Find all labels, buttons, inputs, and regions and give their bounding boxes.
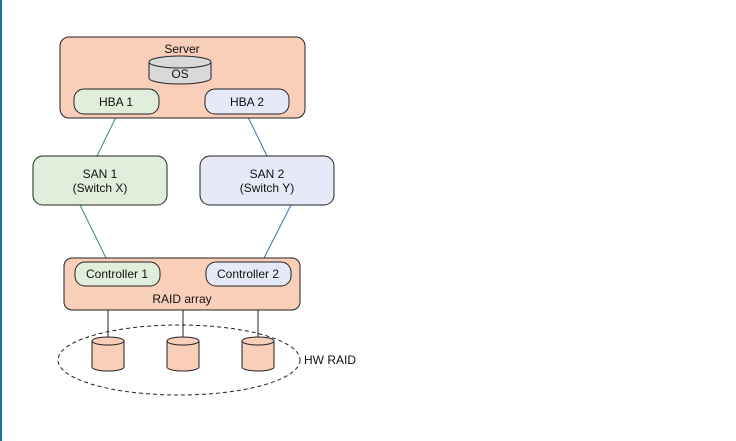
controller1-label: Controller 1 <box>86 267 148 281</box>
hba2-label: HBA 2 <box>230 95 264 109</box>
controller2-label: Controller 2 <box>217 267 279 281</box>
disk-1-icon[interactable] <box>91 336 125 372</box>
san1-box[interactable] <box>32 155 168 206</box>
left-edge-border <box>0 0 2 441</box>
disk-3-icon[interactable] <box>241 336 275 372</box>
san2-label-line1: SAN 2 <box>250 167 285 181</box>
controller2-box[interactable] <box>205 261 292 287</box>
controller1-box[interactable] <box>74 261 161 287</box>
server-label: Server <box>164 42 199 56</box>
hba2-box[interactable] <box>204 88 290 115</box>
hw-raid-group-outline <box>57 324 301 396</box>
disk-2-icon[interactable] <box>166 336 200 372</box>
san2-box[interactable] <box>199 155 335 206</box>
link-hba2-san2 <box>246 114 268 157</box>
san1-label-line2: (Switch X) <box>73 181 128 195</box>
hba1-box[interactable] <box>73 88 160 115</box>
san1-label-line1: SAN 1 <box>83 167 118 181</box>
hba1-label: HBA 1 <box>99 95 133 109</box>
san2-label-line2: (Switch Y) <box>240 181 294 195</box>
os-label: OS <box>171 67 188 81</box>
hw-raid-label: HW RAID <box>304 353 356 367</box>
link-san1-controller1 <box>79 204 109 263</box>
link-hba1-san1 <box>96 114 118 157</box>
link-san2-controller2 <box>261 204 292 263</box>
os-disk-icon[interactable] <box>148 55 212 85</box>
raid-array-label: RAID array <box>152 292 211 306</box>
